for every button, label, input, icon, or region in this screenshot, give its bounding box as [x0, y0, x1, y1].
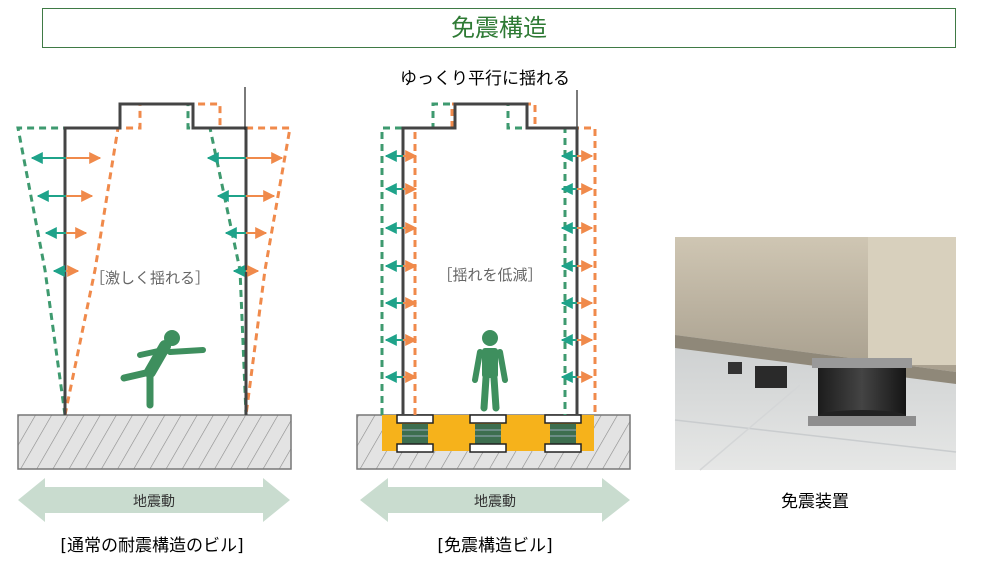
left-ground: [17, 414, 292, 470]
left-building-diagram: ［激しく揺れる］ 地震動 [通常の耐震構造のビル]: [16, 87, 292, 556]
left-sway-outline-green: [16, 102, 248, 416]
right-building-diagram: ゆっくり平行に揺れる: [356, 69, 631, 556]
right-inner-label: ［揺れを低減］: [437, 266, 542, 284]
left-building-frame: [63, 102, 248, 415]
photo-caption: 免震装置: [781, 492, 849, 512]
left-inner-label: ［激しく揺れる］: [90, 269, 210, 287]
right-ground-motion-arrow: [360, 478, 630, 522]
falling-person-icon: [120, 330, 206, 409]
left-sway-outline-orange: [63, 102, 292, 416]
right-caption: [免震構造ビル]: [437, 536, 552, 556]
title-box: 免震構造: [42, 8, 956, 48]
right-sway-arrows: [384, 150, 594, 383]
left-ground-label: 地震動: [133, 494, 175, 510]
left-sway-arrows: [30, 152, 284, 277]
left-caption: [通常の耐震構造のビル]: [60, 536, 243, 556]
right-sway-outline-green: [380, 102, 567, 415]
top-annotation: ゆっくり平行に揺れる: [400, 69, 570, 89]
standing-person-icon: [472, 330, 508, 412]
right-building-frame: [401, 102, 579, 415]
left-ground-motion-arrow: [18, 478, 290, 522]
seismic-isolator-photo: [674, 237, 957, 471]
page-title: 免震構造: [451, 14, 547, 42]
right-ground-label: 地震動: [474, 494, 516, 510]
isolator-devices: [396, 414, 582, 453]
